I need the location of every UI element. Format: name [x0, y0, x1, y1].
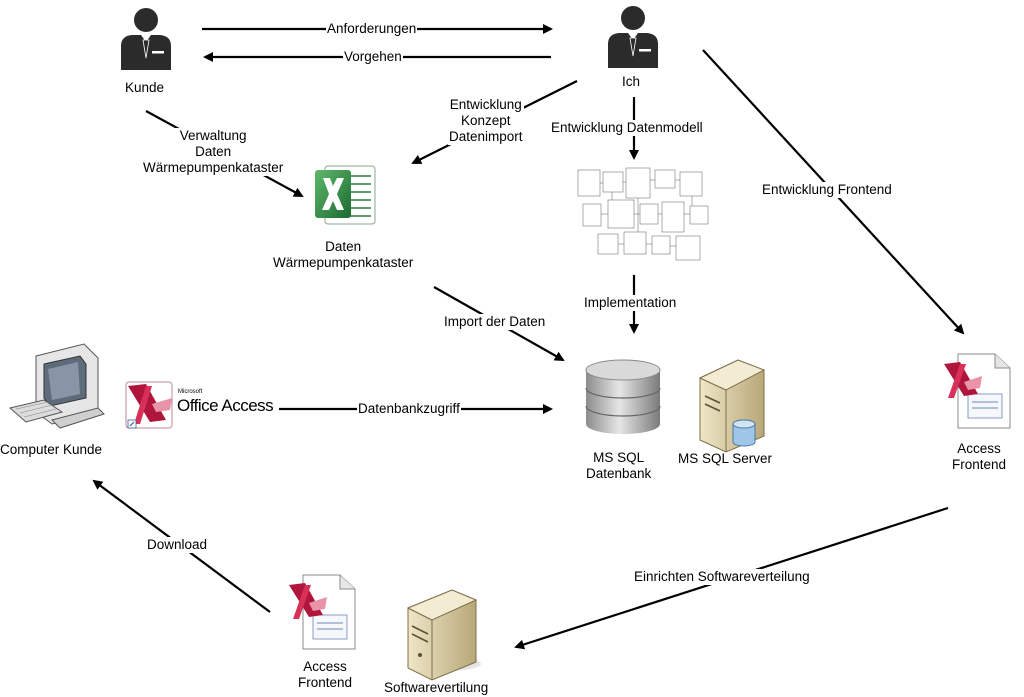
- edge-label-datenbankzugriff: Datenbankzugriff: [357, 401, 461, 417]
- edge-label-vorgehen: Vorgehen: [343, 49, 403, 65]
- node-label-softwareverteilung: Softwarevertilung: [384, 680, 489, 695]
- office-access-microsoft-text: Microsoft: [178, 389, 203, 395]
- sql-server-icon: [698, 359, 766, 453]
- office-access-logo-text: Office Access: [177, 396, 274, 415]
- node-label-access-right: Access Frontend: [952, 441, 1007, 472]
- node-label-excel: Daten Wärmepumpenkataster: [273, 239, 414, 270]
- node-label-ich: Ich: [622, 74, 641, 89]
- node-label-access-bottom: Access Frontend: [298, 659, 353, 690]
- edge-label-implementation: Implementation: [583, 295, 678, 311]
- node-label-datenbank: MS SQL Datenbank: [586, 450, 652, 481]
- edge-label-einrichten: Einrichten Softwareverteilung: [633, 569, 811, 585]
- edge-label-entwicklung-datenmodell: Entwicklung Datenmodell: [550, 120, 704, 136]
- edge-label-download: Download: [146, 537, 209, 553]
- edge-label-entwicklung-konzept: Entwicklung Konzept Datenimport: [448, 97, 524, 145]
- computer-icon: [8, 343, 105, 429]
- person-ich-icon: [608, 6, 658, 68]
- node-label-kunde: Kunde: [125, 80, 165, 95]
- node-label-sqlserver: MS SQL Server: [678, 451, 773, 466]
- access-frontend-bottom-icon: [289, 574, 356, 650]
- database-icon: [585, 359, 661, 434]
- access-frontend-right-icon: [944, 353, 1011, 429]
- edge-label-anforderungen: Anforderungen: [326, 21, 418, 37]
- node-label-computer: Computer Kunde: [0, 442, 103, 457]
- edge-label-verwaltung: Verwaltung Daten Wärmepumpenkataster: [142, 128, 285, 176]
- office-access-logo-icon: [125, 381, 173, 429]
- person-kunde-icon: [121, 8, 171, 70]
- edge-label-import: Import der Daten: [443, 314, 547, 330]
- softwareverteilung-server-icon: [406, 589, 481, 681]
- excel-icon: [315, 165, 376, 225]
- edge-label-entwicklung-frontend: Entwicklung Frontend: [761, 182, 893, 198]
- datenmodell-diagram-icon: [577, 167, 709, 261]
